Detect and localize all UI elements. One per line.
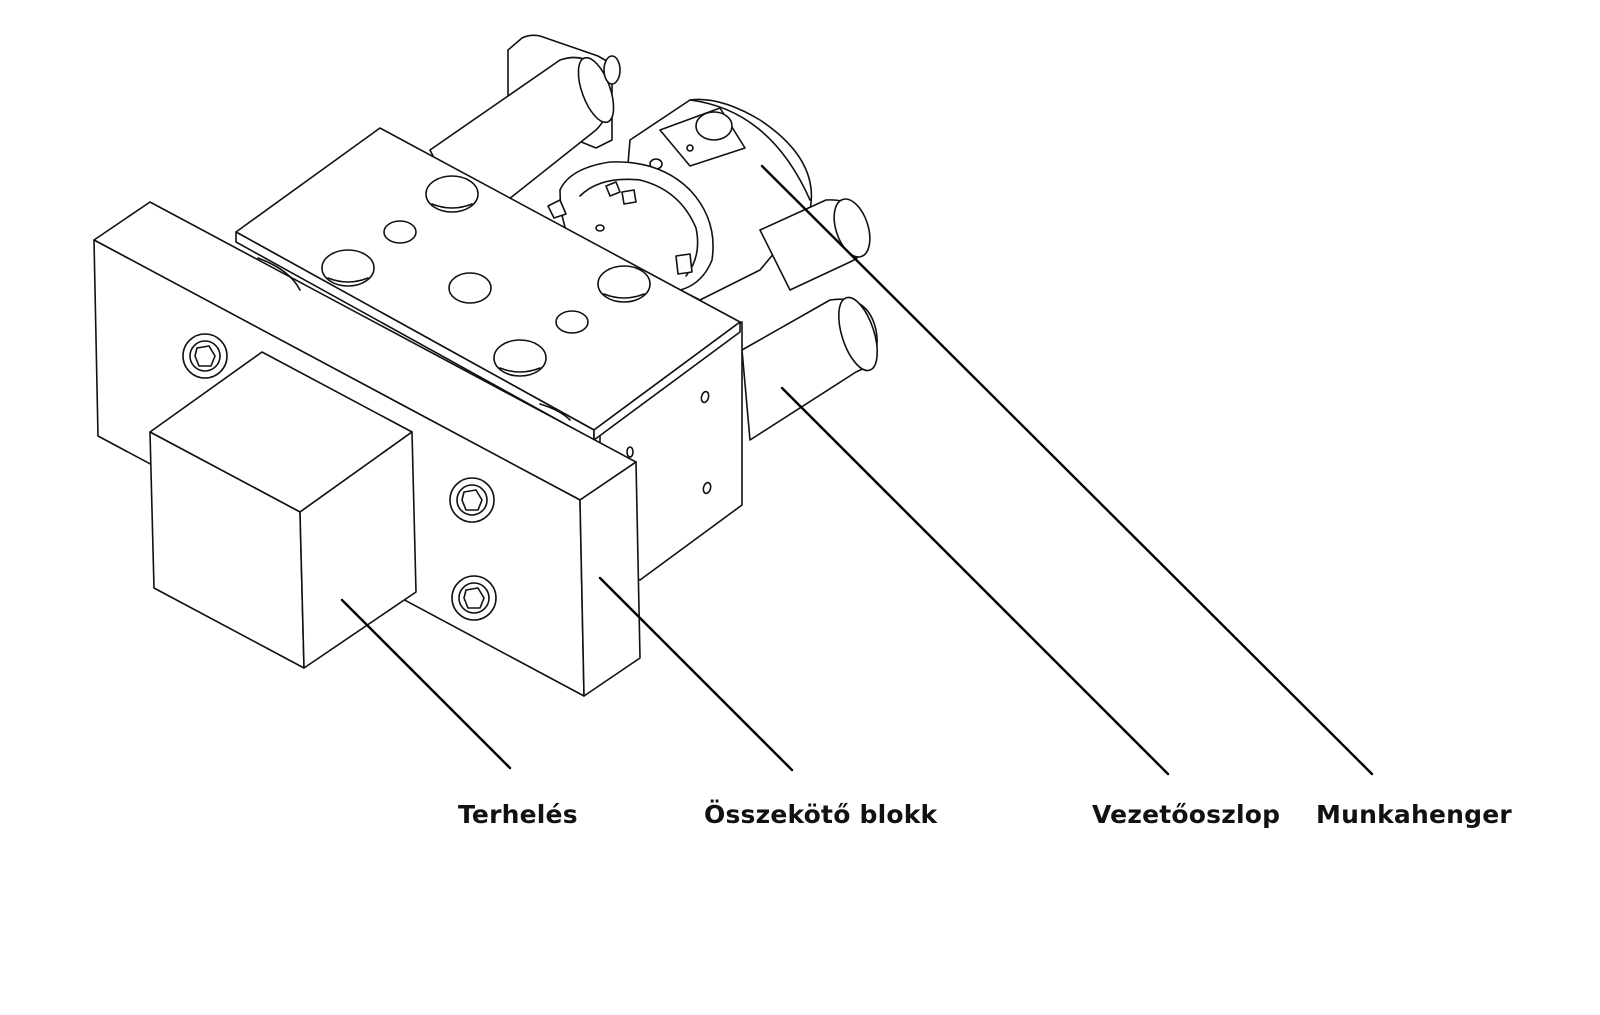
label-terheles: Terhelés (458, 800, 578, 829)
leader-line-munkahenger (760, 164, 1374, 776)
upper-right-rod (759, 198, 871, 291)
label-vezetooszlop: Vezetőoszlop (1092, 800, 1281, 829)
leader-lines (340, 164, 1374, 776)
top-plate (235, 127, 741, 441)
label-osszekoto-blokk: Összekötő blokk (704, 800, 938, 829)
leader-line-osszekoto-blokk (598, 576, 794, 772)
leader-line-vezetooszlop (780, 386, 1170, 776)
lower-right-rod (741, 296, 879, 441)
leader-line-terheles (340, 598, 512, 770)
socket-screw (182, 333, 228, 379)
socket-screw (451, 575, 497, 621)
load-block (149, 351, 417, 669)
label-munkahenger: Munkahenger (1316, 800, 1512, 829)
socket-screw (449, 477, 495, 523)
